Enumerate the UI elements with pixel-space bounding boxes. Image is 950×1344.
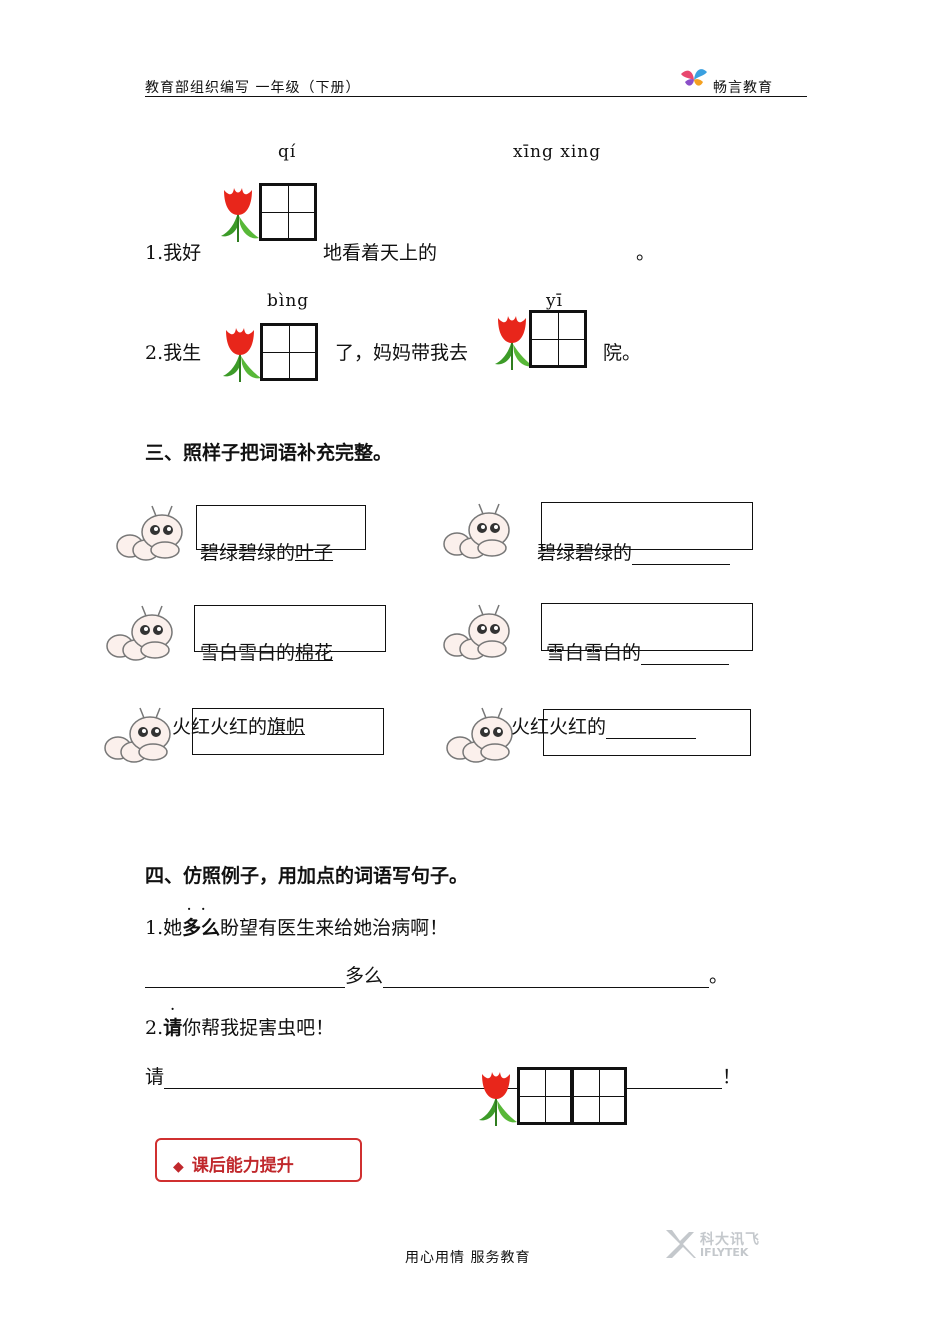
q1-middle: 地看着天上的 [323,242,438,264]
word-item: 雪白雪白的 [546,638,730,665]
header-title: 教育部组织编写 一年级（下册） [145,80,361,96]
writing-grid-box[interactable] [259,183,317,241]
brand-name: 畅言教育 [713,80,773,96]
brand-logo-icon [681,69,707,86]
sentence-blank[interactable] [383,987,710,988]
caterpillar-icon [116,505,183,561]
word-item: 火红火红的 [511,712,697,739]
footer-slogan: 用心用情 服务教育 [405,1250,531,1266]
tulip-icon [223,328,261,382]
footer-logo-cn: 科大讯飞 [700,1232,760,1248]
pinyin-yi: yī [546,291,564,311]
sentence-blank[interactable] [145,987,345,988]
q2-middle: 了，妈妈带我去 [335,342,469,364]
tulip-icon [221,188,259,242]
example-sentence-2: 2..请你帮我捉害虫吧！ [145,999,335,1039]
fill-sentence-2: 请！ [145,1066,742,1089]
q2-prefix: 2.我生 [145,342,202,364]
diamond-icon: ◆ [173,1159,184,1175]
word-item: 火红火红的旗帜 [172,716,306,738]
answer-box [541,603,753,651]
word-item: 碧绿碧绿的叶子 [200,542,334,564]
writing-grid-box[interactable] [260,323,318,381]
answer-blank[interactable] [641,664,730,665]
answer-box [194,605,386,652]
word-item: 碧绿碧绿的 [537,538,731,565]
writing-grid-box[interactable] [517,1067,573,1125]
dotted-word: ..多么 [182,899,221,939]
sentence-blank[interactable] [164,1088,723,1089]
pinyin-qi: qí [278,142,297,162]
answer-blank[interactable] [606,738,697,739]
header-rule [145,96,807,97]
caterpillar-icon [106,605,173,661]
pinyin-xingxing: xīng xing [513,142,602,162]
iflytek-logo-icon [666,1230,696,1258]
writing-grid-box[interactable] [571,1067,627,1125]
word-item: 雪白雪白的棉花 [200,642,334,664]
pinyin-bing: bìng [267,291,310,311]
section-four-title: 四、仿照例子，用加点的词语写句子。 [145,865,469,887]
answer-box [541,502,753,550]
q2-end: 院。 [603,342,642,364]
caterpillar-icon [443,503,510,559]
tulip-icon [495,316,533,370]
caterpillar-icon [446,707,513,763]
writing-grid-box[interactable] [529,310,587,368]
after-class-badge: ◆ 课后能力提升 [155,1138,362,1182]
example-sentence-1: 1.她..多么盼望有医生来给她治病啊！ [145,899,449,939]
footer-logo-en: IFLYTEK [700,1246,749,1259]
section-three-title: 三、照样子把词语补充完整。 [145,442,393,464]
q1-prefix: 1.我好 [145,242,202,264]
answer-blank[interactable] [632,564,731,565]
caterpillar-icon [104,707,171,763]
caterpillar-icon [443,604,510,660]
fill-sentence-1: 多么。 [145,961,728,988]
q1-end: 。 [636,242,656,264]
answer-box [192,708,384,755]
answer-box [196,505,366,550]
badge-label: 课后能力提升 [191,1156,294,1176]
dotted-word: .请 [163,999,183,1039]
tulip-icon [479,1072,517,1126]
answer-box [543,709,751,756]
